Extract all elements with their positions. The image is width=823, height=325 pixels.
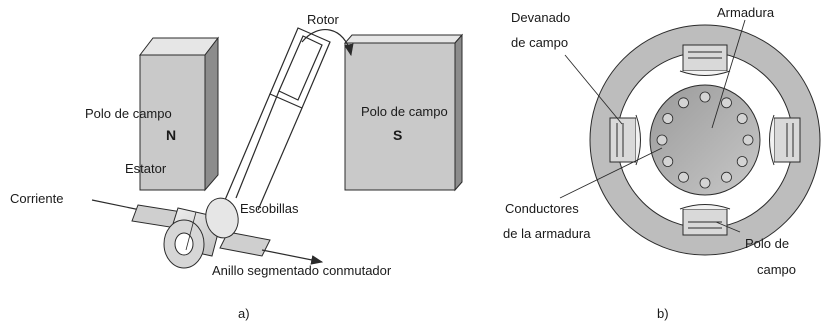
field-pole-right-label: Polo de campo [361,104,448,119]
commutator-label: Anillo segmentado conmutador [212,263,392,278]
conductor [678,171,689,183]
conductor [662,113,674,124]
south-pole-block [343,33,464,192]
rotor-coil [224,27,331,211]
pole-label-line1: Polo de [745,236,789,251]
brush-right [219,231,271,257]
brushes-label: Escobillas [240,201,299,216]
output-arrow [261,249,324,265]
north-pole-block [138,36,220,192]
caption-a: a) [238,306,250,321]
stator-label: Estator [125,161,167,176]
south-letter: S [393,127,402,143]
commutator [163,197,239,269]
conductor [721,171,732,183]
armature-core [649,84,761,196]
conductor [678,97,689,109]
conductor [699,177,711,189]
field-pole-left [609,114,641,166]
rotor-label: Rotor [307,12,339,27]
field-pole-right [769,114,801,166]
armature-label: Armadura [717,5,775,20]
conductor [656,134,668,146]
field-winding-label-line2: de campo [511,35,568,50]
rotation-arrow [301,28,354,57]
field-winding-label-line1: Devanado [511,10,570,25]
conductors-label-line1: Conductores [505,201,579,216]
conductor [742,134,754,146]
current-label: Corriente [10,191,63,206]
field-pole-left-label: Polo de campo [85,106,172,121]
figure-b: Devanado de campo Armadura Conductores d… [503,5,821,321]
armature-conductors [656,91,754,189]
figure-a: Rotor Polo de campo N Estator Polo de ca… [10,12,464,321]
caption-b: b) [657,306,669,321]
field-pole-top [679,44,731,76]
conductor [662,156,674,167]
leader-lines [559,19,746,233]
field-pole-bottom [679,204,731,236]
pole-label-line2: campo [757,262,796,277]
conductor [699,91,711,103]
conductors-label-line2: de la armadura [503,226,591,241]
conductor [736,156,748,167]
conductor [736,113,748,124]
north-letter: N [166,127,176,143]
conductor [721,97,732,109]
